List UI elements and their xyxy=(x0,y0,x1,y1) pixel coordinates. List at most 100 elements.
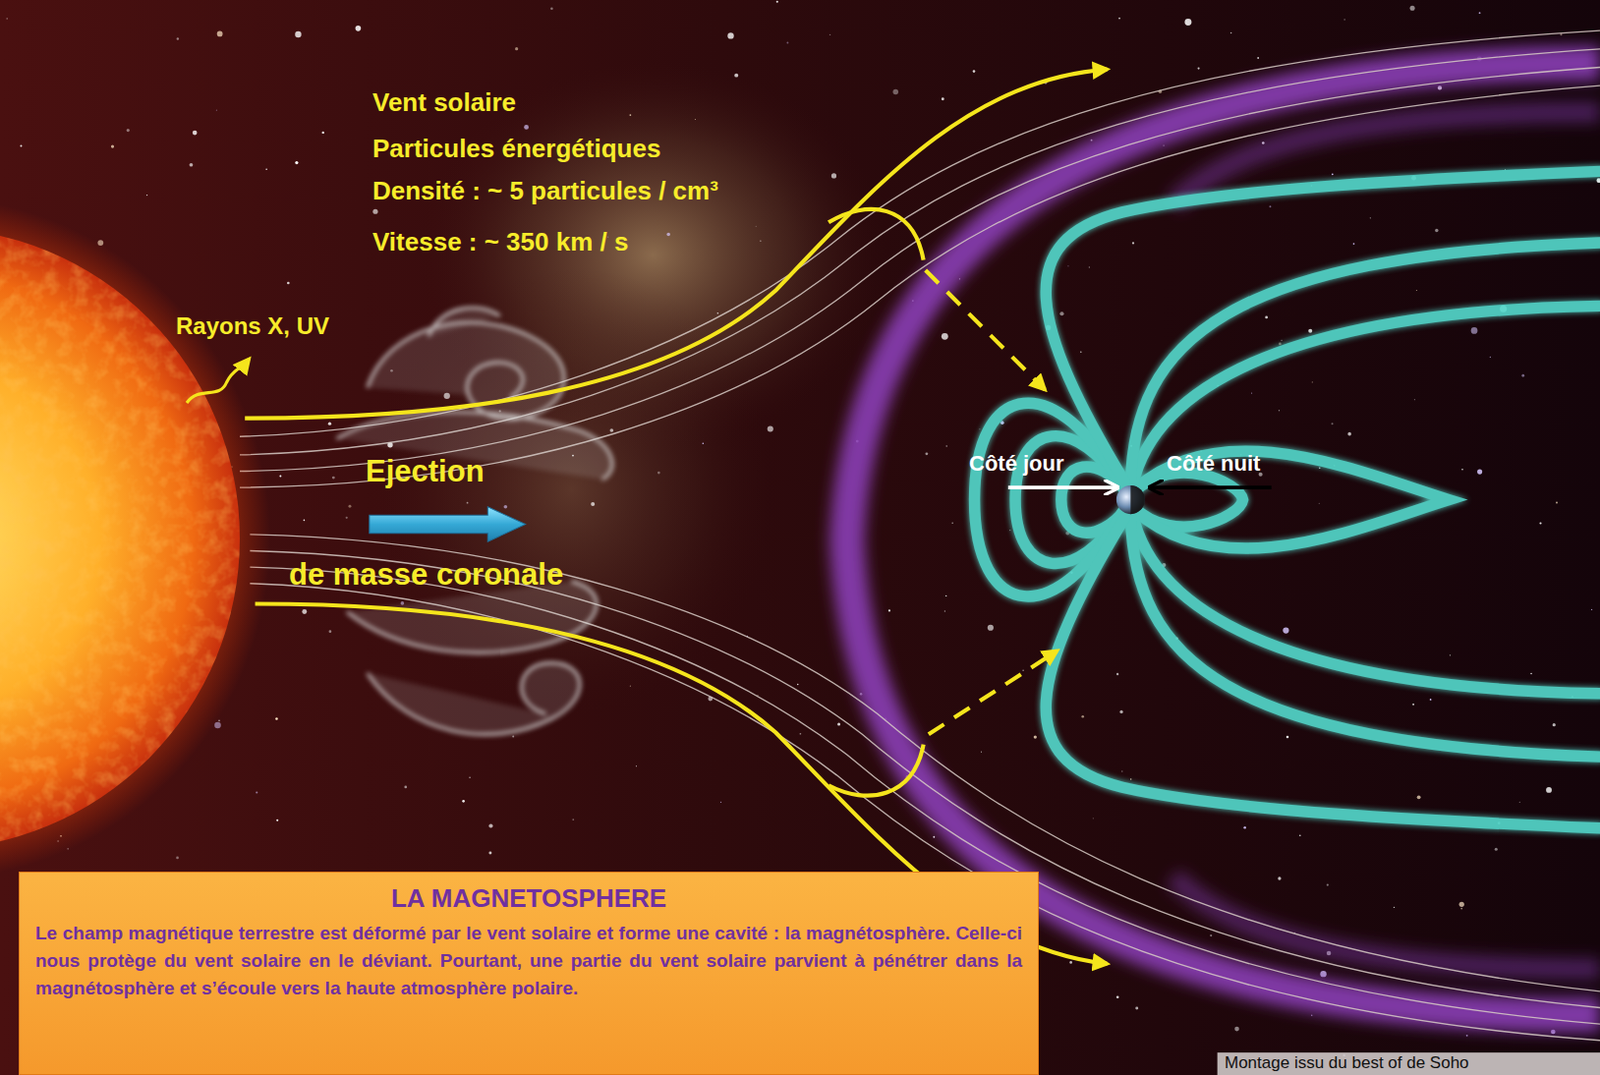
star xyxy=(216,110,218,112)
star xyxy=(945,445,947,447)
star xyxy=(1311,1015,1314,1018)
star xyxy=(755,226,757,228)
ejection-arrow xyxy=(369,507,526,542)
star xyxy=(1312,381,1314,383)
star xyxy=(702,443,705,446)
day-side-arrow xyxy=(1008,485,1117,490)
star xyxy=(1059,311,1064,316)
solar-wind-lines xyxy=(244,69,1107,965)
star xyxy=(111,145,115,149)
star xyxy=(720,801,722,803)
solar-wind-title: Vent solaire xyxy=(372,87,516,118)
star xyxy=(1308,329,1313,334)
star xyxy=(629,685,631,687)
star xyxy=(1477,469,1483,475)
sun-glow xyxy=(0,196,271,880)
star xyxy=(1318,503,1320,505)
star xyxy=(1596,177,1600,183)
star xyxy=(776,0,779,3)
night-side-label: Côté nuit xyxy=(1166,451,1260,477)
star xyxy=(837,723,841,727)
star xyxy=(978,428,980,430)
star xyxy=(1198,67,1200,70)
star xyxy=(5,17,7,19)
credit-patch xyxy=(1217,1052,1600,1075)
credit-note: Montage issu du best of de Soho xyxy=(1224,1053,1470,1074)
star xyxy=(176,37,179,40)
star xyxy=(189,163,194,168)
star xyxy=(1530,673,1532,675)
star xyxy=(1494,848,1498,852)
star xyxy=(571,818,574,821)
earth-field-lines xyxy=(974,171,1600,828)
star xyxy=(1344,18,1346,20)
star xyxy=(767,425,774,432)
night-side-arrow xyxy=(1150,485,1272,490)
star xyxy=(488,823,493,828)
star xyxy=(1347,432,1352,437)
star xyxy=(1184,18,1192,26)
star xyxy=(1033,735,1037,739)
star xyxy=(461,800,465,803)
star xyxy=(1088,266,1090,268)
star xyxy=(893,89,900,96)
star xyxy=(1243,826,1247,830)
star xyxy=(355,25,362,32)
star xyxy=(1460,908,1463,911)
star xyxy=(279,474,282,477)
star xyxy=(286,282,290,286)
star xyxy=(1326,883,1329,886)
star xyxy=(829,34,831,36)
star xyxy=(734,73,739,78)
star xyxy=(941,97,945,101)
star xyxy=(523,124,529,130)
star xyxy=(759,239,761,241)
star xyxy=(1067,265,1069,267)
star xyxy=(831,172,837,178)
star xyxy=(1069,961,1073,965)
star xyxy=(951,521,954,524)
coronal-mass-ejection xyxy=(337,307,613,735)
star xyxy=(1393,907,1395,909)
star xyxy=(550,6,554,10)
star xyxy=(1277,876,1281,880)
star xyxy=(1412,703,1415,706)
star xyxy=(727,32,734,39)
star xyxy=(1479,11,1482,14)
star xyxy=(1331,422,1334,425)
star xyxy=(924,452,928,456)
star xyxy=(126,128,130,132)
star xyxy=(403,786,407,790)
star xyxy=(345,516,348,519)
star xyxy=(488,852,492,856)
star xyxy=(1466,1034,1469,1037)
star xyxy=(1471,327,1479,335)
star xyxy=(1264,316,1268,320)
star xyxy=(1591,609,1593,611)
star xyxy=(19,145,22,148)
star xyxy=(1416,289,1418,291)
star xyxy=(666,232,671,237)
star xyxy=(1080,351,1082,353)
star xyxy=(786,42,789,45)
star xyxy=(1331,172,1334,175)
star xyxy=(1268,205,1271,208)
star xyxy=(972,69,976,73)
star xyxy=(657,471,661,475)
star xyxy=(1410,5,1416,11)
star xyxy=(276,819,279,822)
star xyxy=(1116,995,1120,999)
box-body: Le champ magnétique terrestre est déform… xyxy=(35,919,1023,1003)
star xyxy=(797,684,799,686)
star xyxy=(1116,673,1119,676)
info-box: LA MAGNETOSPHERELe champ magnétique terr… xyxy=(18,871,1039,1075)
star xyxy=(1000,420,1005,425)
solar-wind-info: Vitesse : ~ 350 km / s xyxy=(372,227,629,258)
star xyxy=(512,736,515,739)
star xyxy=(694,118,696,120)
star xyxy=(301,609,307,615)
star xyxy=(1449,654,1451,656)
star xyxy=(504,505,509,510)
star xyxy=(1414,399,1416,400)
star xyxy=(1286,736,1290,740)
